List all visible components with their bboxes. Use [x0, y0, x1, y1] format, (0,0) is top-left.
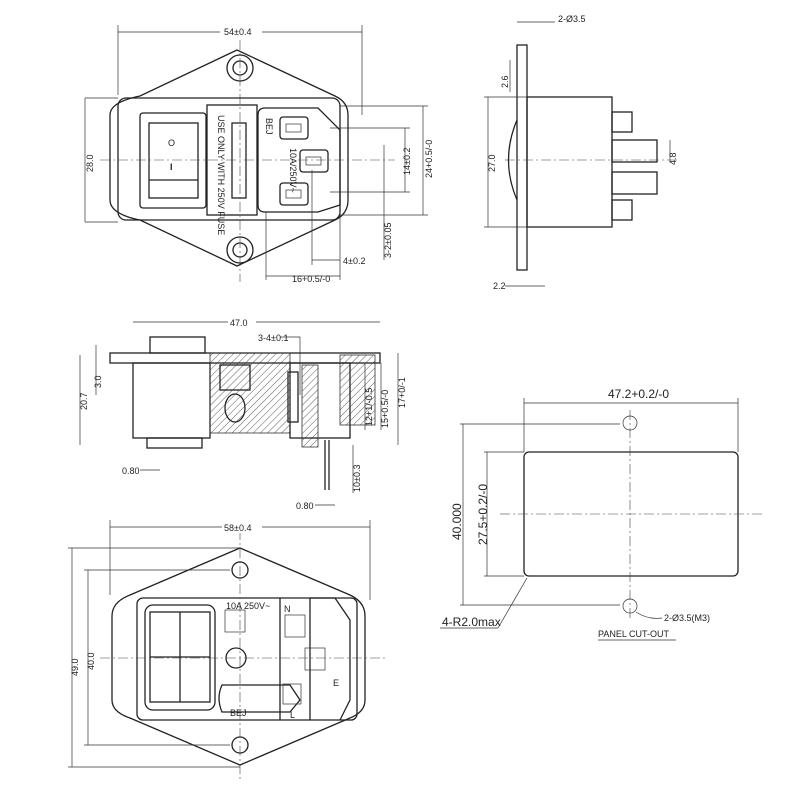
flange-dim: 2.6: [500, 75, 510, 88]
rear-rating-text: 10A 250V~: [226, 601, 270, 611]
switch-off-symbol: O: [168, 138, 175, 148]
rear-view: 10A 250V~ N L E BEJ 58±0.4 49.0 40.0: [68, 520, 385, 780]
pin-thickness-dim: 3-2±0.05: [383, 223, 393, 258]
thickness-dim: 2.2: [493, 281, 506, 291]
section-height-dim: 20.7: [79, 392, 89, 410]
iec-socket: [257, 107, 341, 213]
brand-text: BEJ: [264, 118, 274, 135]
side-view: 2-Ø3.5 2.6 27.0 4.8 2.2: [484, 14, 680, 291]
label-n: N: [284, 604, 291, 614]
depth2-dim: 15+0.5/-0: [380, 390, 390, 428]
rocker-switch[interactable]: O I: [139, 112, 207, 209]
section-flange-dim: 3.0: [93, 375, 103, 388]
side-height-dim: 27.0: [487, 154, 497, 172]
width-dim: 54±0.4: [224, 27, 251, 37]
socket-width-dim: 16+0.5/-0: [292, 274, 330, 284]
tab-dim: 4.8: [668, 152, 678, 165]
depth3-dim: 17+0/-1: [397, 377, 407, 408]
panel-cutout: 47.2+0.2/-0 40.000 27.5+0.2/-0 4-R2.0max…: [440, 387, 765, 641]
switch-on-symbol: I: [170, 162, 173, 172]
pin-dim: 3-4±0.1: [258, 333, 288, 343]
depth1-dim: 12+1/-0.5: [364, 388, 374, 426]
length-dim: 47.0: [230, 318, 248, 328]
pin-len-dim: 10±0.3: [352, 465, 362, 492]
pin-pitch-dim: 14±0.2: [402, 148, 412, 175]
cutout-height-dim: 27.5+0.2/-0: [476, 484, 490, 545]
pin-thk-right: 0.80: [296, 501, 314, 511]
section-view: 47.0 3-4±0.1 20.7 3.0 12+1/-0.5 15+0.5/-…: [79, 316, 407, 511]
pin-thk-left: 0.80: [122, 466, 140, 476]
rear-brand-text: BEJ: [230, 708, 247, 718]
radius-note: 4-R2.0max: [442, 615, 501, 629]
fuse-text: USE ONLY WITH 250V FUSE: [216, 115, 226, 235]
rear-hole-pitch-dim: 40.0: [86, 652, 96, 670]
cutout-hole-pitch-dim: 40.000: [450, 503, 464, 540]
rear-width-dim: 58±0.4: [224, 523, 251, 533]
hole-dim: 2-Ø3.5: [558, 14, 586, 24]
cutout-width-dim: 47.2+0.2/-0: [608, 387, 669, 401]
pin-width-dim: 4±0.2: [343, 256, 365, 266]
rating-text: 10A/250V~: [288, 148, 298, 193]
cutout-title: PANEL CUT-OUT: [598, 629, 670, 639]
label-e: E: [333, 678, 339, 688]
height-dim: 28.0: [85, 154, 95, 172]
rear-height-dim: 49.0: [70, 658, 80, 676]
hole-note: 2-Ø3.5(M3): [664, 613, 710, 623]
label-l: L: [290, 710, 295, 720]
socket-height-dim: 24+0.5/-0: [424, 140, 434, 178]
front-view: O I USE ONLY WITH 250V FUSE 10A/250V~ BE…: [84, 24, 434, 284]
